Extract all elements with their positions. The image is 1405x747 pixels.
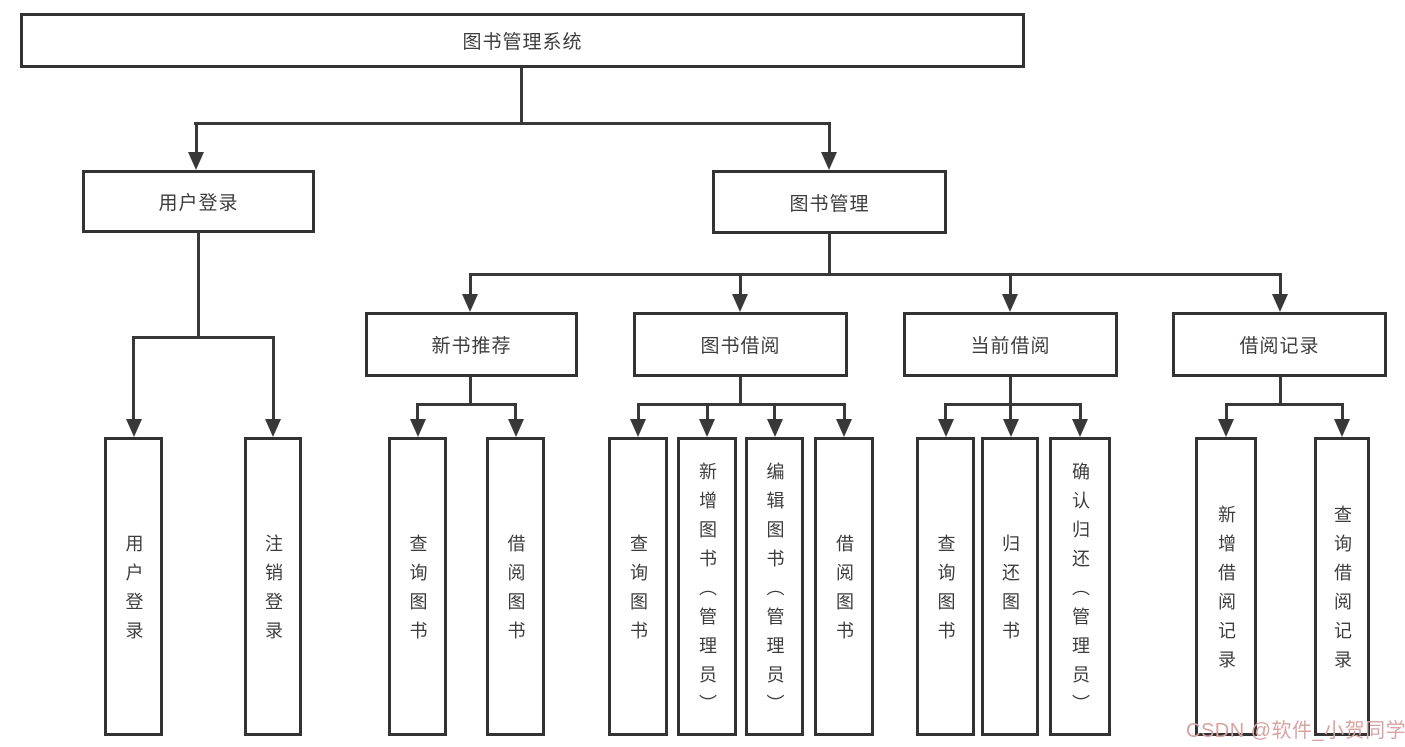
leaf-label: 注销登录 xyxy=(263,534,283,650)
connector-line xyxy=(944,403,947,421)
leaf-borrow-books-recommend: 借阅图书 xyxy=(486,437,545,736)
connector-line xyxy=(705,403,709,421)
leaf-label: 查询图书 xyxy=(935,534,956,650)
connector-line xyxy=(828,233,831,276)
connector-line xyxy=(1008,273,1012,297)
arrowhead-icon xyxy=(265,419,281,437)
arrowhead-icon xyxy=(766,419,783,437)
leaf-label: 查询借阅记录 xyxy=(1332,505,1352,679)
leaf-borrow-books: 借阅图书 xyxy=(814,437,874,736)
connector-line xyxy=(1078,403,1082,421)
arrowhead-icon xyxy=(821,152,837,170)
arrowhead-icon xyxy=(1072,419,1088,437)
connector-line xyxy=(738,273,742,297)
leaf-label: 用户登录 xyxy=(123,534,144,650)
connector-line xyxy=(469,377,472,406)
arrowhead-icon xyxy=(462,294,478,312)
leaf-label: 确认归还（管理员） xyxy=(1070,461,1090,723)
node-new-book-recommend: 新书推荐 xyxy=(365,312,578,377)
arrowhead-icon xyxy=(836,419,852,437)
arrowhead-icon xyxy=(699,419,715,437)
arrowhead-icon xyxy=(1218,419,1234,437)
connector-line xyxy=(1278,273,1282,297)
connector-line xyxy=(636,403,640,421)
leaf-label: 编辑图书（管理员） xyxy=(764,461,785,723)
connector-line xyxy=(1340,403,1344,421)
connector-line xyxy=(132,336,275,339)
connector-line xyxy=(944,403,1081,406)
leaf-label: 借阅图书 xyxy=(505,534,526,650)
arrowhead-icon xyxy=(732,294,748,312)
leaf-label: 借阅图书 xyxy=(834,534,854,650)
connector-line xyxy=(1224,403,1344,406)
csdn-watermark: CSDN @软件_小贺同学 xyxy=(1186,720,1405,742)
arrowhead-icon xyxy=(125,419,142,437)
connector-line xyxy=(773,403,776,421)
leaf-label: 查询图书 xyxy=(407,534,428,650)
connector-line xyxy=(1224,403,1228,421)
leaf-add-borrow-record: 新增借阅记录 xyxy=(1195,437,1257,736)
leaf-query-books-current: 查询图书 xyxy=(916,437,975,736)
leaf-label: 新增图书（管理员） xyxy=(697,461,717,723)
leaf-edit-books-admin: 编辑图书（管理员） xyxy=(745,437,804,736)
connector-line xyxy=(194,122,198,155)
connector-line xyxy=(827,122,831,155)
arrowhead-icon xyxy=(630,419,646,437)
leaf-return-books: 归还图书 xyxy=(981,437,1039,736)
leaf-query-books-recommend: 查询图书 xyxy=(388,437,447,736)
leaf-query-books-borrowing: 查询图书 xyxy=(608,437,668,736)
arrowhead-icon xyxy=(1002,419,1019,437)
leaf-user-login: 用户登录 xyxy=(104,437,163,736)
connector-line xyxy=(197,232,200,339)
leaf-label: 归还图书 xyxy=(1000,534,1020,650)
node-borrowing-records: 借阅记录 xyxy=(1172,312,1387,377)
connector-line xyxy=(468,273,1282,276)
connector-line xyxy=(416,403,419,421)
node-book-management: 图书管理 xyxy=(712,170,947,234)
connector-line xyxy=(1008,377,1012,406)
arrowhead-icon xyxy=(937,419,954,437)
node-user-login: 用户登录 xyxy=(82,170,315,233)
arrowhead-icon xyxy=(409,419,426,437)
leaf-confirm-return-admin: 确认归还（管理员） xyxy=(1049,437,1111,736)
connector-line xyxy=(738,377,742,406)
arrowhead-icon xyxy=(1334,419,1350,437)
leaf-label: 新增借阅记录 xyxy=(1216,505,1236,679)
connector-line xyxy=(514,403,517,421)
connector-line xyxy=(1009,403,1012,421)
node-current-borrowing: 当前借阅 xyxy=(903,312,1118,377)
node-library-system: 图书管理系统 xyxy=(20,13,1025,68)
leaf-label: 查询图书 xyxy=(628,534,648,650)
arrowhead-icon xyxy=(1002,294,1018,312)
node-book-borrowing: 图书借阅 xyxy=(633,312,848,377)
leaf-query-borrow-record: 查询借阅记录 xyxy=(1314,437,1370,736)
arrowhead-icon xyxy=(507,419,524,437)
connector-line xyxy=(132,336,135,422)
arrowhead-icon xyxy=(1272,294,1288,312)
connector-line xyxy=(194,122,831,125)
connector-line xyxy=(842,403,846,421)
connector-line xyxy=(271,336,275,422)
connector-line xyxy=(416,403,517,406)
connector-line xyxy=(520,68,523,124)
leaf-logout: 注销登录 xyxy=(244,437,302,736)
connector-line xyxy=(1278,377,1282,406)
connector-line xyxy=(468,273,472,297)
arrowhead-icon xyxy=(188,152,204,170)
connector-line xyxy=(636,403,846,406)
leaf-add-books-admin: 新增图书（管理员） xyxy=(677,437,737,736)
